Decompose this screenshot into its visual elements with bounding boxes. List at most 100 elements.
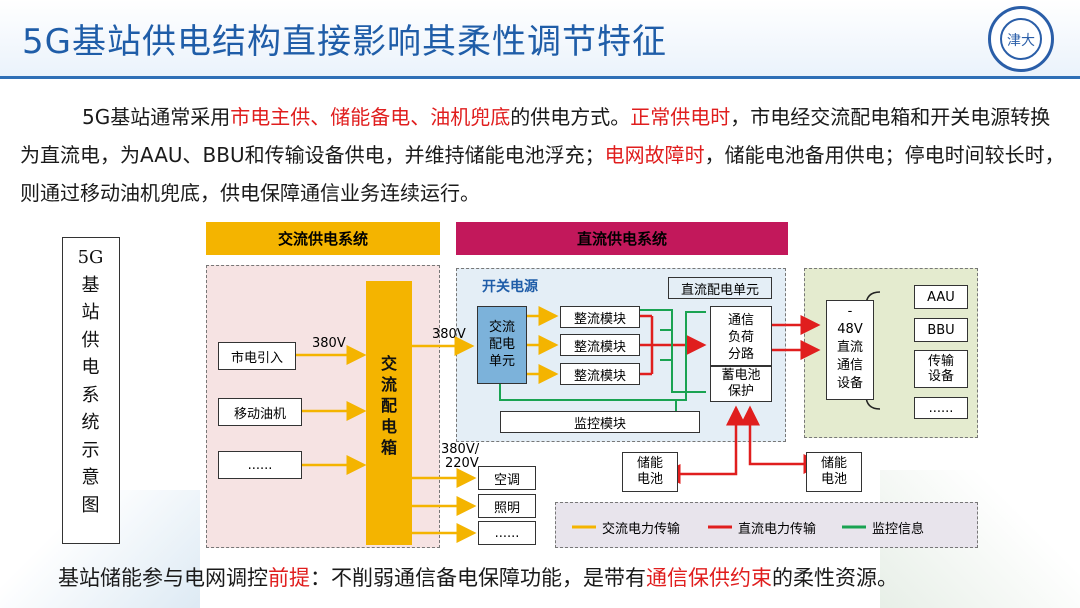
battery-protection: 蓄电池保护 (710, 366, 772, 402)
device-transmission-label: 传输 设备 (927, 354, 954, 384)
storage-battery-1-label: 储能 电池 (636, 456, 663, 487)
legend-panel (555, 502, 978, 548)
load-other-label: ...... (494, 525, 520, 541)
device-other-label: ...... (928, 400, 954, 416)
comm-load-branch-label: 通信负荷分路 (711, 312, 771, 363)
legend-ac: 交流电力传输 (602, 522, 681, 537)
diagram-title-char: 供 (81, 329, 100, 351)
battery-protect-char: 蓄电池 (721, 368, 761, 383)
ac-box-char: 电 (380, 417, 397, 436)
monitor-module: 监控模块 (500, 411, 700, 433)
footer-segment: 的柔性资源。 (772, 566, 898, 590)
footer-segment: 基站储能参与电网调控 (58, 566, 268, 590)
dc-device-char: 设备 (836, 376, 863, 391)
voltage-220-label-line2: 220V (445, 456, 479, 471)
source-other: ...... (218, 451, 302, 479)
device-aau-label: AAU (927, 289, 955, 305)
dc-48v-device: - 48V 直流通信设备 (826, 300, 874, 400)
diagram-vertical-title: 5G 基站供电系统示意图 (63, 244, 118, 519)
ac-unit-char: 配电 (488, 337, 515, 352)
legend-monitor: 监控信息 (872, 522, 925, 537)
rectifier-module-1: 整流模块 (560, 306, 640, 328)
intro-segment: 市电主供、储能备电、油机兜底 (230, 105, 511, 129)
dc-device-char: 通信 (836, 358, 863, 373)
footer-statement: 基站储能参与电网调控前提：不削弱通信备电保障功能，是带有通信保供约束的柔性资源。 (58, 562, 898, 592)
diagram-title-char: 系 (81, 384, 100, 406)
load-other: ...... (478, 521, 536, 545)
diagram-title-char: 示 (81, 439, 100, 461)
ac-box-char: 配 (380, 396, 397, 415)
storage-battery-2-label: 储能 电池 (820, 456, 847, 487)
dc-system-header: 直流供电系统 (456, 222, 788, 255)
diagram-title-char: 基 (81, 274, 100, 296)
load-lighting-label: 照明 (493, 500, 520, 516)
dc-device-char: 直流 (836, 340, 863, 355)
diagram-title-char: 意 (81, 467, 100, 488)
ac-distribution-unit-label: 交流配电单元 (478, 319, 526, 370)
ac-system-header: 交流供电系统 (206, 222, 440, 255)
comm-branch-char: 分路 (727, 347, 754, 362)
diagram-title-char: 电 (81, 357, 100, 378)
rectifier-module-3: 整流模块 (560, 363, 640, 385)
load-air-conditioner: 空调 (478, 466, 536, 490)
university-logo: 津大 (988, 6, 1054, 72)
intro-paragraph: 5G基站通常采用市电主供、储能备电、油机兜底的供电方式。正常供电时，市电经交流配… (20, 98, 1065, 212)
dc-system-header-label: 直流供电系统 (576, 230, 667, 248)
intro-segment: 电网故障时 (604, 143, 705, 167)
device-transmission: 传输 设备 (914, 350, 968, 388)
device-aau: AAU (914, 285, 968, 309)
rectifier-module-2: 整流模块 (560, 334, 640, 356)
dc-device-char: - (847, 304, 853, 319)
ac-box-char: 流 (380, 375, 397, 394)
ac-unit-char: 单元 (488, 354, 515, 369)
legend-dc: 直流电力传输 (738, 522, 817, 537)
diagram-title-char: 图 (81, 494, 100, 516)
ac-system-header-label: 交流供电系统 (277, 230, 368, 248)
load-air-conditioner-label: 空调 (493, 472, 520, 488)
ac-box-char: 箱 (380, 438, 397, 457)
source-mobile-generator-label: 移动油机 (233, 406, 286, 422)
ac-unit-char: 交流 (488, 320, 515, 335)
storage-battery-1: 储能 电池 (622, 452, 678, 492)
battery-protect-char: 保护 (727, 384, 754, 399)
intro-segment: 正常供电时 (630, 105, 731, 129)
voltage-380-out-label: 380V (432, 327, 466, 342)
footer-segment: ：不削弱通信备电保障功能，是带有 (310, 566, 646, 590)
source-other-label: ...... (247, 457, 273, 473)
storage-battery-2: 储能 电池 (806, 452, 862, 492)
voltage-220-label-line1: 380V/ (441, 442, 480, 457)
diagram-title-char: 统 (81, 412, 100, 433)
battery-protection-label: 蓄电池保护 (711, 368, 771, 400)
logo-inner-ring: 津大 (1000, 18, 1042, 60)
intro-segment: ，储能电池备用供电；停电时间较长时，则通过移动油机兜底，供电保障通信业务连续运行… (20, 143, 1065, 205)
dc-48v-device-label: - 48V 直流通信设备 (827, 303, 873, 393)
logo-mark: 津大 (1007, 33, 1035, 49)
footer-segment: 通信保供约束 (646, 566, 772, 590)
source-mobile-generator: 移动油机 (218, 398, 302, 426)
comm-load-branch: 通信负荷分路 (710, 306, 772, 366)
load-lighting: 照明 (478, 494, 536, 518)
device-bbu: BBU (914, 318, 968, 342)
dc-distribution-unit: 直流配电单元 (668, 277, 772, 299)
device-other: ...... (914, 397, 968, 419)
page-title: 5G基站供电结构直接影响其柔性调节特征 (22, 22, 667, 62)
footer-segment: 前提 (268, 566, 310, 590)
comm-branch-char: 负荷 (727, 330, 754, 345)
switch-power-label: 开关电源 (482, 279, 538, 295)
intro-segment: ，市电经交流配电箱和开关电源转换为直流电，为AAU、BBU和传输设备供电，并维持… (20, 105, 1051, 167)
dc-device-char: 48V (837, 322, 863, 337)
monitor-module-label: 监控模块 (573, 416, 626, 432)
diagram-title-char: 5G (77, 247, 104, 268)
diagram-title-box: 5G 基站供电系统示意图 (62, 237, 120, 544)
title-underline (0, 76, 1080, 79)
device-bbu-label: BBU (927, 322, 955, 338)
ac-distribution-box-label: 交流配电箱 (366, 353, 412, 458)
dc-distribution-unit-label: 直流配电单元 (680, 282, 759, 298)
source-grid-input: 市电引入 (218, 342, 296, 370)
rectifier-module-2-label: 整流模块 (573, 339, 626, 355)
diagram-title-char: 站 (81, 302, 100, 323)
intro-segment: 5G基站通常采用 (82, 105, 231, 129)
rectifier-module-1-label: 整流模块 (573, 311, 626, 327)
ac-box-char: 交 (380, 354, 397, 373)
ac-distribution-unit: 交流配电单元 (477, 306, 527, 384)
